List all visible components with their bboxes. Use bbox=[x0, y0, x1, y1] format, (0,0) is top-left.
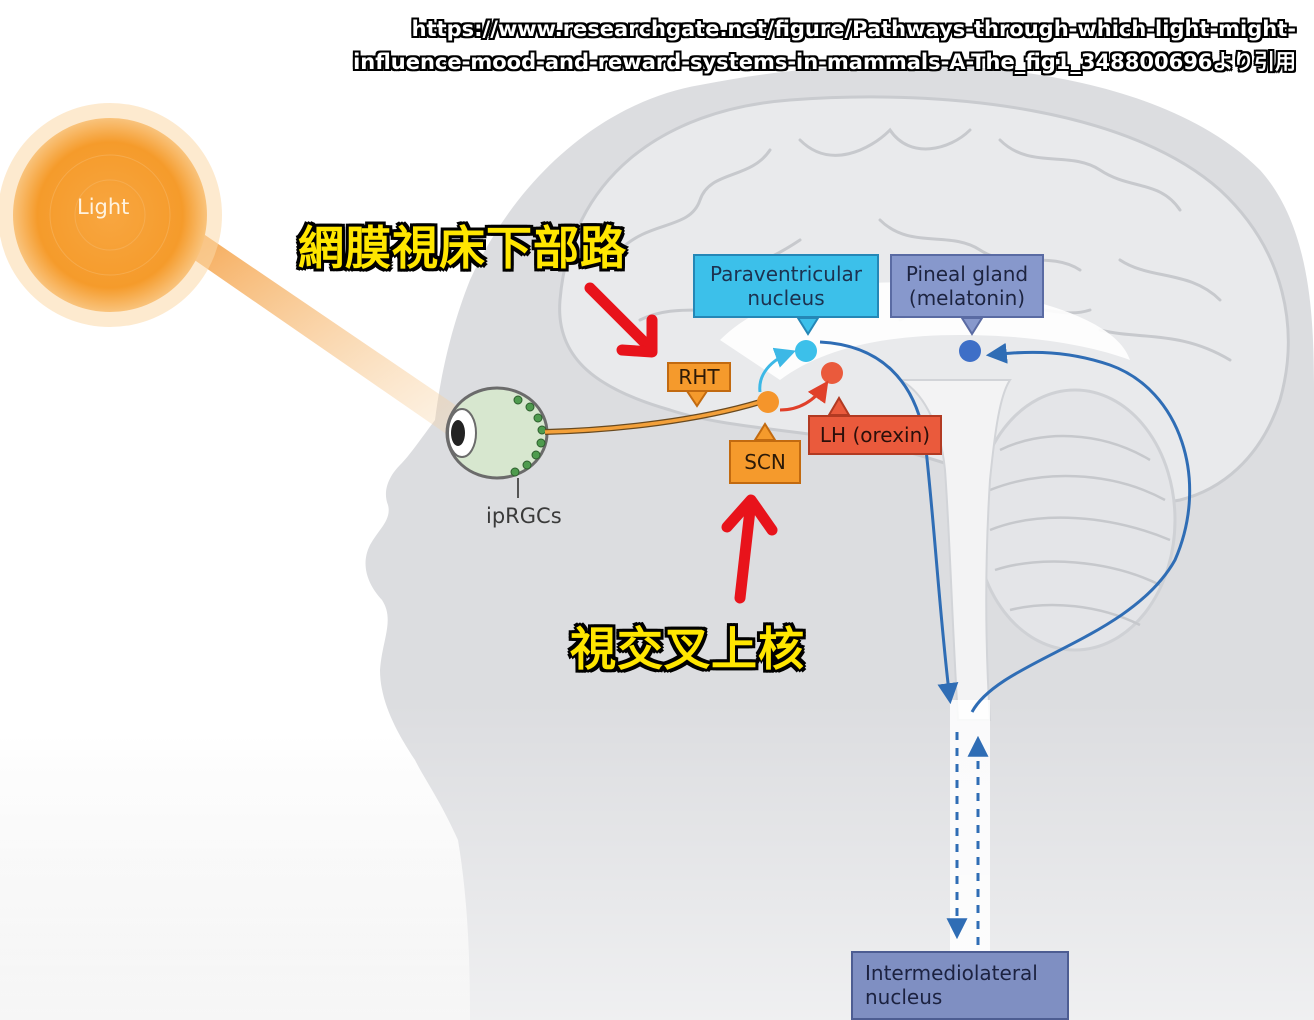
iprgcs-label: ipRGCs bbox=[486, 504, 562, 528]
light-label: Light bbox=[77, 195, 130, 219]
ascending-pathway bbox=[970, 342, 1192, 713]
callout-arrow-rht bbox=[584, 282, 658, 358]
cerebellum bbox=[973, 388, 1177, 652]
scn-japanese-callout: 視交叉上核 bbox=[570, 622, 805, 676]
light-beam bbox=[180, 235, 470, 440]
callout-arrow-scn bbox=[721, 494, 778, 604]
lh-dot bbox=[821, 362, 843, 384]
lh-orexin-box: LH (orexin) bbox=[808, 415, 942, 455]
intermediolateral-nucleus-box: Intermediolateral nucleus bbox=[851, 951, 1069, 1020]
sun bbox=[0, 103, 222, 327]
pineal-gland-box: Pineal gland (melatonin) bbox=[890, 254, 1044, 318]
pineal-dot bbox=[959, 340, 981, 362]
rht-japanese-callout: 網膜視床下部路 bbox=[298, 221, 627, 275]
source-attribution-line2: influence-mood-and-reward-systems-in-mam… bbox=[353, 50, 1296, 74]
scn-dot bbox=[757, 391, 779, 413]
rht-box: RHT bbox=[667, 362, 731, 392]
source-attribution-line1: https://www.researchgate.net/figure/Path… bbox=[411, 17, 1296, 41]
scn-box: SCN bbox=[729, 440, 801, 484]
pvn-dot bbox=[795, 340, 817, 362]
paraventricular-nucleus-box: Paraventricular nucleus bbox=[693, 254, 879, 318]
